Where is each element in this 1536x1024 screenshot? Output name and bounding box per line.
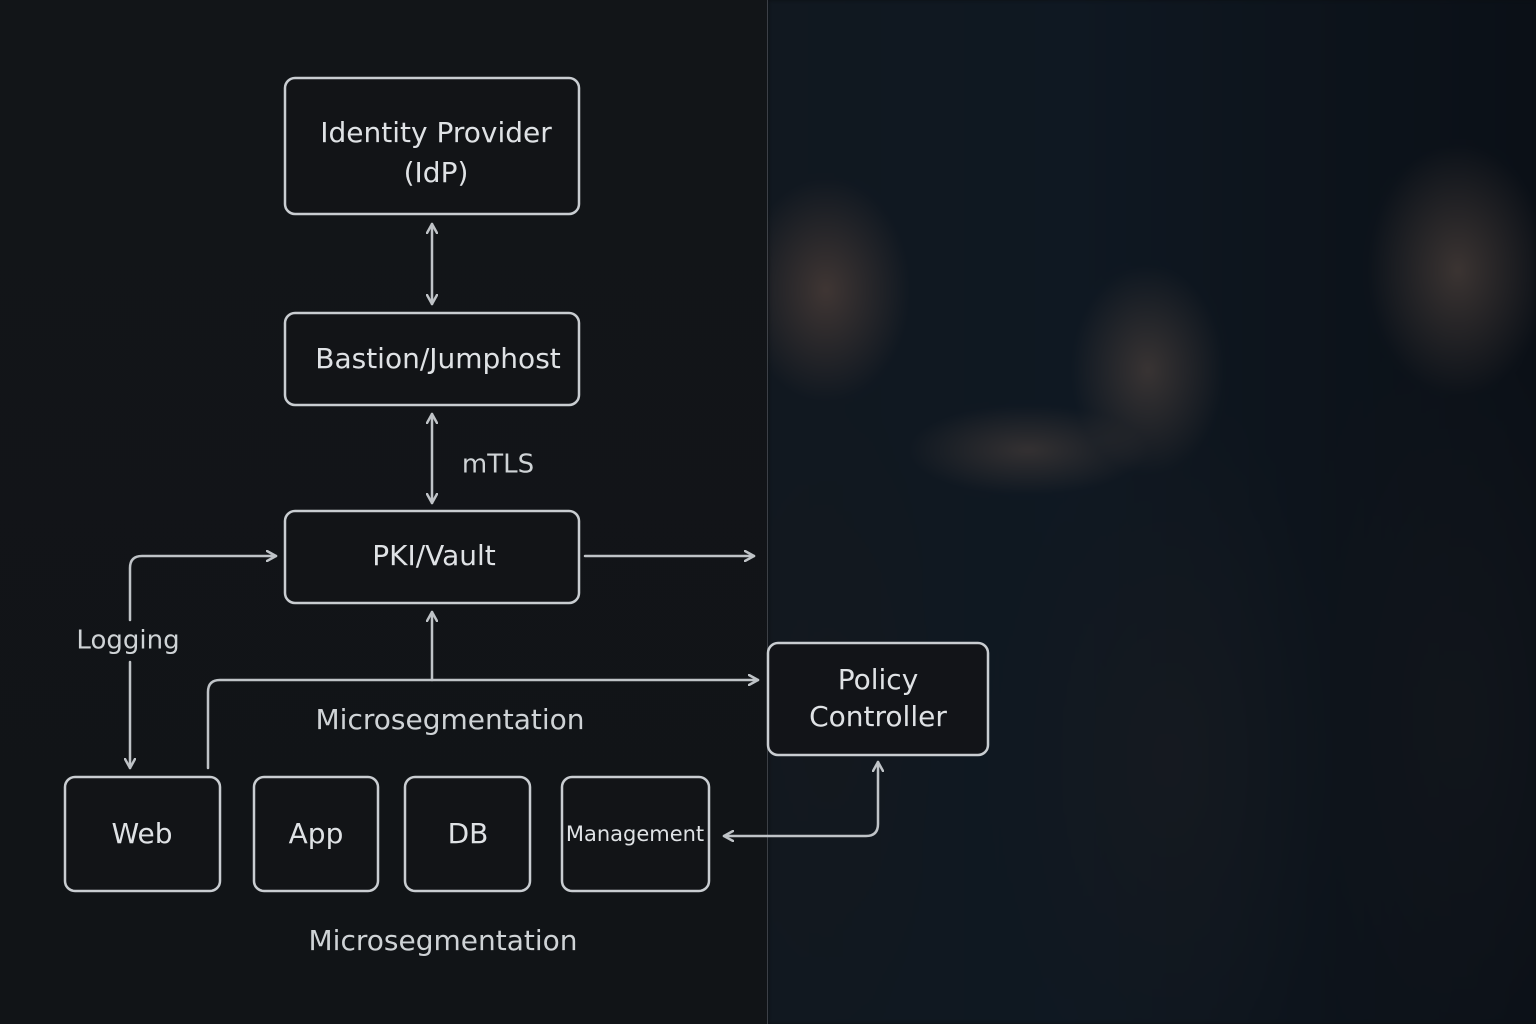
bastion-box: [283, 311, 581, 407]
db-box: [403, 775, 532, 893]
policy-controller-label: Policy: [838, 663, 919, 696]
node-policy-controller: Policy Controller: [766, 641, 990, 757]
identity-provider-sublabel: (IdP): [404, 156, 469, 189]
bastion-label: Bastion/Jumphost: [315, 342, 561, 375]
web-box: [63, 775, 222, 893]
logging-label: Logging: [76, 626, 179, 656]
identity-provider-label: Identity Provider: [320, 116, 552, 149]
connectors: [128, 222, 878, 836]
web-label: Web: [111, 817, 172, 850]
app-label: App: [289, 817, 344, 850]
node-web: Web: [63, 775, 222, 893]
microsegmentation-bottom-label: Microsegmentation: [309, 924, 578, 957]
policy-management-connector: [722, 760, 878, 836]
node-bastion: Bastion/Jumphost: [283, 311, 581, 407]
identity-provider-box: [283, 76, 581, 216]
pki-vault-label: PKI/Vault: [372, 539, 496, 572]
microsegmentation-mid-label: Microsegmentation: [316, 703, 585, 736]
node-management: Management: [560, 775, 711, 893]
microsegmentation-bus-connector: [206, 680, 760, 770]
node-db: DB: [403, 775, 532, 893]
node-pki-vault: PKI/Vault: [283, 509, 581, 605]
policy-controller-box: [766, 641, 990, 757]
db-label: DB: [448, 817, 489, 850]
logging-connector-to-pki: [128, 556, 278, 622]
management-box: [560, 775, 711, 893]
policy-controller-sublabel: Controller: [809, 700, 947, 733]
pki-vault-box: [283, 509, 581, 605]
management-label: Management: [566, 822, 704, 846]
app-box: [252, 775, 380, 893]
node-identity-provider: Identity Provider (IdP): [283, 76, 581, 216]
panel-divider: [767, 0, 768, 1024]
background-photo: [768, 0, 1536, 1024]
node-app: App: [252, 775, 380, 893]
mtls-label: mTLS: [462, 450, 534, 480]
